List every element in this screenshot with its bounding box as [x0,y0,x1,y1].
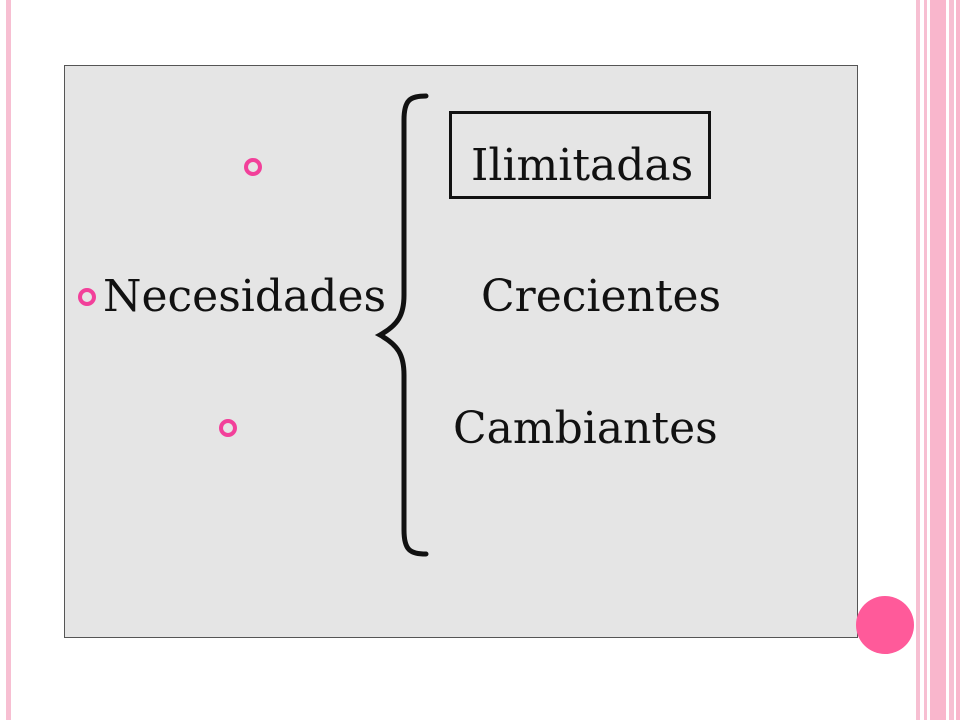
attribute-ilimitadas: Ilimitadas [471,140,694,191]
content-panel [64,65,858,638]
highlight-box [449,111,711,199]
left-decorative-stripe [6,0,11,720]
attribute-crecientes: Crecientes [481,271,722,322]
ring-bullet-icon [219,419,237,437]
subject-label: Necesidades [103,271,387,322]
ring-bullet-icon [78,288,96,306]
accent-dot [856,596,914,654]
ring-bullet-icon [244,158,262,176]
curly-brace-icon [374,93,429,557]
right-decorative-stripes [916,0,960,720]
attribute-cambiantes: Cambiantes [453,403,718,454]
